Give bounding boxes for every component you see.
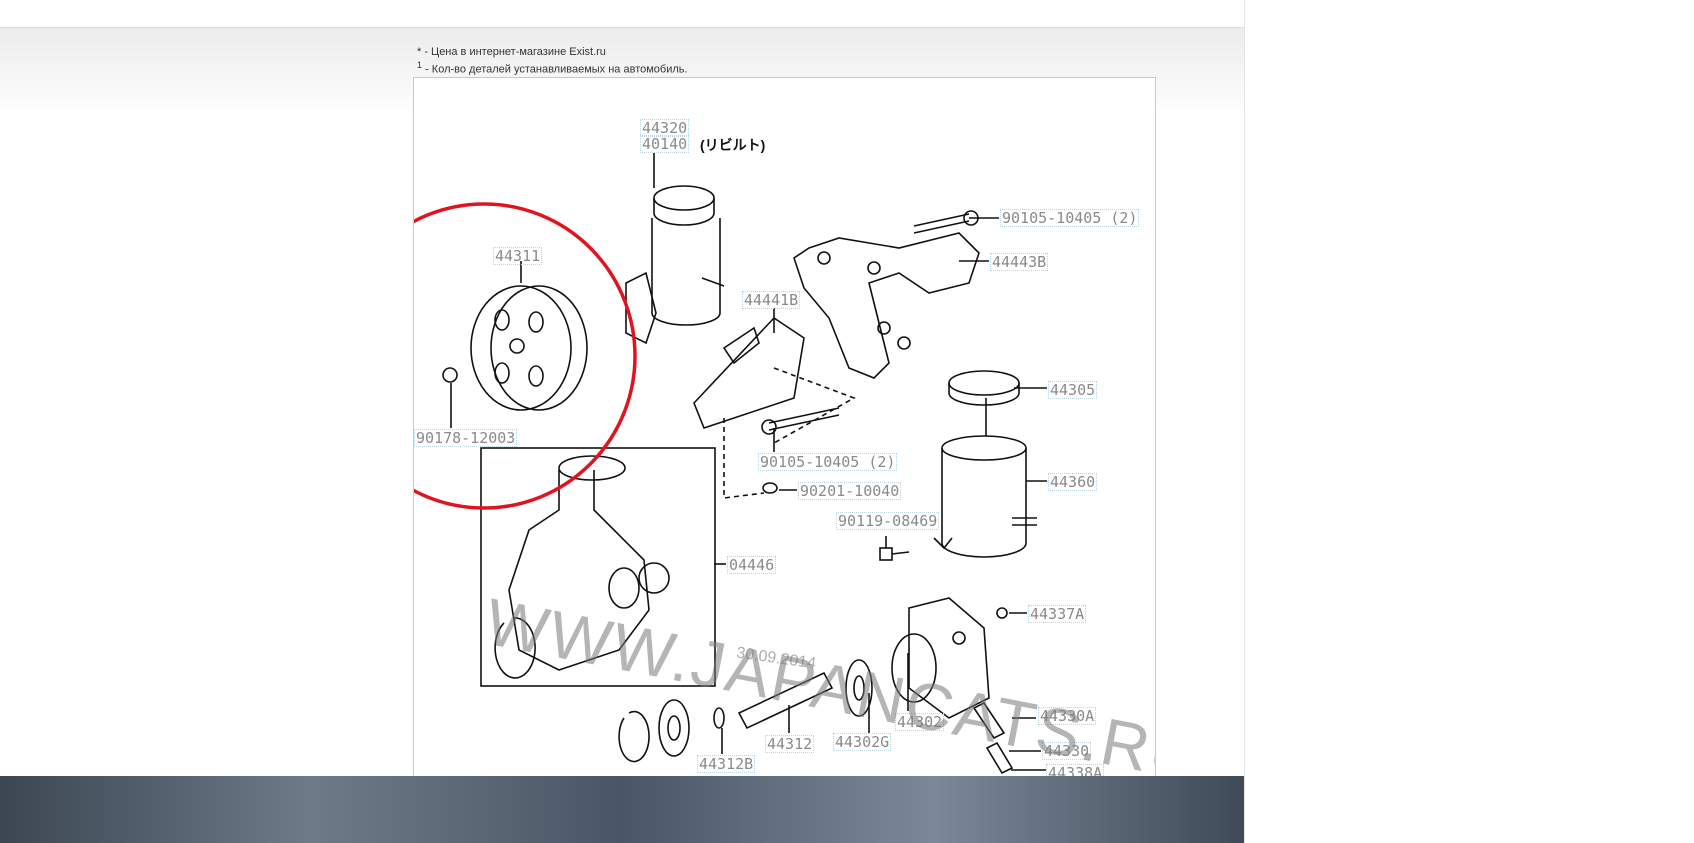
part-label-44302[interactable]: 44302 (895, 713, 945, 731)
reservoir-lower (933, 370, 1037, 558)
parts-diagram: 44320 40140 (リビルト) 90105-10405 (2) 44443… (413, 77, 1156, 799)
part-label-44305[interactable]: 44305 (1048, 381, 1098, 399)
leader-lines (450, 153, 1047, 771)
part-label-44311[interactable]: 44311 (493, 247, 543, 265)
part-label-44330[interactable]: 44330 (1042, 742, 1092, 760)
price-note: * - Цена в интернет-магазине Exist.ru (417, 46, 688, 59)
asterisk: * (417, 46, 422, 58)
top-bar (0, 0, 1244, 28)
part-label-90119-08469[interactable]: 90119-08469 (836, 512, 940, 530)
price-note-text: - Цена в интернет-магазине Exist.ru (421, 46, 606, 58)
part-label-44360[interactable]: 44360 (1048, 473, 1098, 491)
part-label-44302g[interactable]: 44302G (833, 733, 892, 751)
part-label-90178-12003[interactable]: 90178-12003 (414, 429, 518, 447)
qty-note-text: - Кол-во деталей устанавливаемых на авто… (422, 63, 688, 76)
page: * - Цена в интернет-магазине Exist.ru 1 … (0, 0, 1244, 843)
bracket-44443b (793, 232, 980, 379)
part-label-44337a[interactable]: 44337A (1028, 605, 1087, 623)
pump-body (618, 597, 1014, 775)
part-label-44441b[interactable]: 44441B (742, 291, 801, 309)
superscript-one: 1 (417, 60, 423, 70)
part-label-40140[interactable]: 40140 (640, 135, 690, 153)
footnotes: * - Цена в интернет-магазине Exist.ru 1 … (417, 46, 688, 77)
part-label-44312b[interactable]: 44312B (697, 755, 756, 773)
kit-box (480, 447, 716, 687)
diagram-drawing (414, 153, 1047, 775)
page-edge (1244, 0, 1245, 843)
highlight-circle (414, 202, 637, 510)
part-label-90201-10040[interactable]: 90201-10040 (798, 482, 902, 500)
part-label-44312[interactable]: 44312 (765, 735, 815, 753)
part-label-44330a[interactable]: 44330A (1038, 707, 1097, 725)
pulley (442, 285, 588, 411)
rebuilt-note: (リビルト) (700, 137, 766, 153)
part-label-44443b[interactable]: 44443B (990, 253, 1049, 271)
part-label-90105-10405-lower[interactable]: 90105-10405 (2) (758, 453, 898, 471)
reservoir-upper (625, 185, 725, 345)
qty-note: 1 - Кол-во деталей устанавливаемых на ав… (417, 59, 688, 77)
bracket-44441b (693, 316, 856, 499)
taskbar (0, 776, 1244, 843)
part-label-90105-10405-upper[interactable]: 90105-10405 (2) (1000, 209, 1140, 227)
part-label-44320[interactable]: 44320 (640, 119, 690, 137)
part-label-04446[interactable]: 04446 (727, 556, 777, 574)
bolts (761, 210, 979, 561)
